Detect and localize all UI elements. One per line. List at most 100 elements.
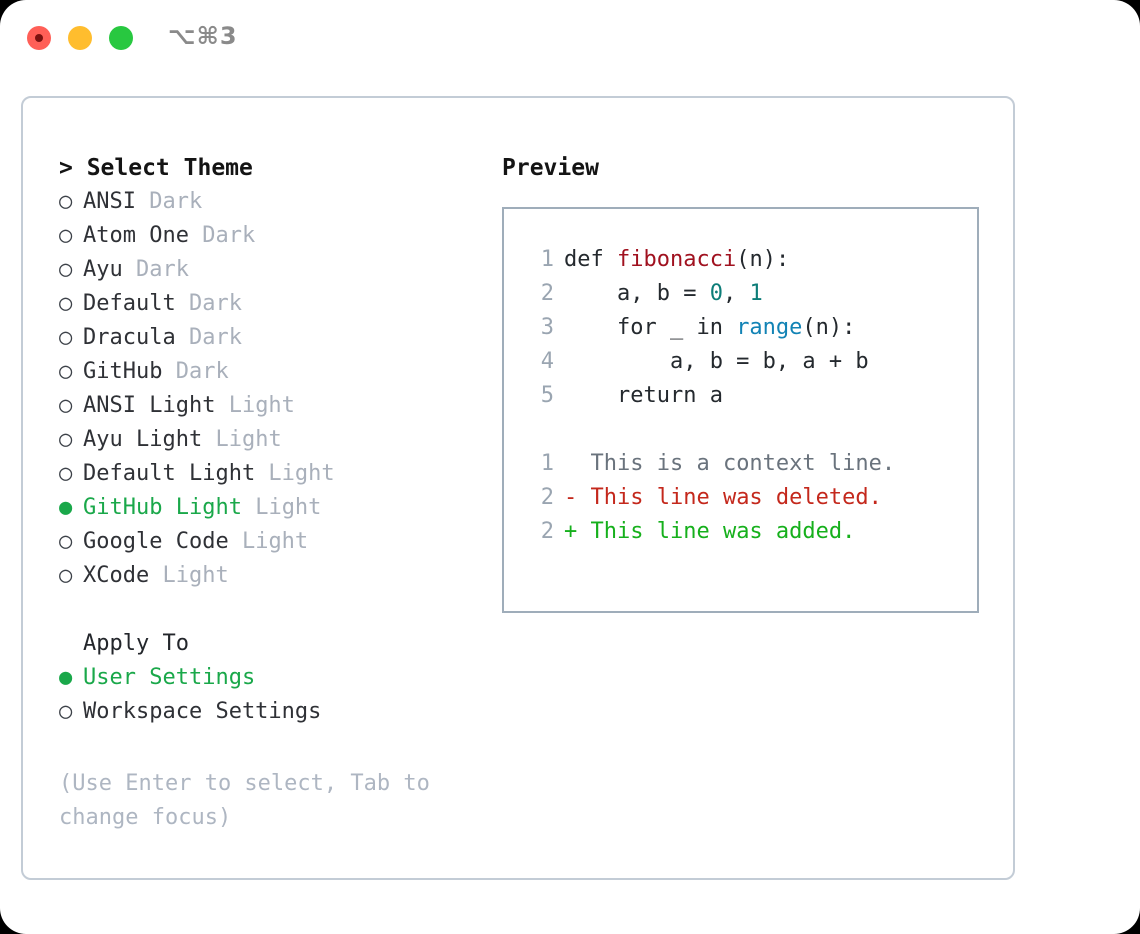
radio-unselected-icon: ○ [59,427,73,452]
diff-marker: - [564,485,578,510]
code-token-plain: for _ in [564,315,737,340]
theme-option[interactable]: ○ Default Light Light [59,457,489,491]
theme-option[interactable]: ○ Google Code Light [59,525,489,559]
apply-to-option[interactable]: ● User Settings [59,661,489,695]
radio-unselected-icon: ○ [59,461,73,486]
theme-option[interactable]: ○ANSI Light Light [59,389,489,423]
code-token-builtin: range [736,315,803,340]
keyboard-hint-text: (Use Enter to select, Tab to change focu… [59,771,430,830]
radio-unselected-icon: ○ [59,257,73,282]
theme-option[interactable]: ○ GitHub Dark [59,355,489,389]
theme-variant-tag: Dark [122,257,189,282]
diff-marker [564,451,577,476]
diff-line: 2- This line was deleted. [526,481,977,515]
radio-unselected-icon: ○ [59,393,73,418]
radio-unselected-icon: ○ [59,359,73,384]
theme-name: Ayu Light [83,427,203,452]
apply-to-label: User Settings [83,665,256,690]
title-bar: ⌥⌘3 [0,0,1140,78]
theme-name: XCode [83,563,150,588]
theme-name: Default [83,291,176,316]
line-number: 4 [540,349,554,374]
apply-to-title: Apply To [83,631,189,656]
maximize-window-button[interactable] [109,26,133,50]
diff-text: This line was deleted. [577,485,882,510]
radio-unselected-icon: ○ [59,325,73,350]
theme-variant-tag: Dark [175,325,242,350]
theme-name: Dracula [83,325,176,350]
diff-line: 2+ This line was added. [526,515,977,549]
code-token-plain: def [564,247,617,272]
code-token-plain: return a [564,383,723,408]
apply-to-list[interactable]: ● User Settings ○ Workspace Settings [59,661,489,729]
select-theme-header: > Select Theme [59,155,253,181]
diff-sample: 1 This is a context line.2- This line wa… [526,447,977,549]
theme-name: ANSI Light [83,393,216,418]
theme-name: Default Light [83,461,256,486]
theme-list[interactable]: ○ ANSI Dark ○ Atom One Dark ○ Ayu Dark ○ Defaul… [59,185,489,593]
theme-variant-tag: Light [228,529,309,554]
apply-to-label: Workspace Settings [83,699,322,724]
line-number: 2 [540,519,554,544]
minimize-window-button[interactable] [68,26,92,50]
diff-line: 1 This is a context line. [526,447,977,481]
theme-name: GitHub [83,359,163,384]
theme-variant-tag: Light [241,495,322,520]
theme-option[interactable]: ○ XCode Light [59,559,489,593]
theme-variant-tag: Light [149,563,229,588]
theme-variant-tag: Dark [162,359,229,384]
code-token-plain: a, b = b, a + b [564,349,869,374]
theme-variant-tag: Dark [188,223,256,248]
theme-option[interactable]: ○ Ayu Light Light [59,423,489,457]
code-token-num: 0 [709,281,723,306]
line-number: 1 [540,451,554,476]
line-number: 1 [540,247,554,272]
diff-marker: + [564,519,578,544]
theme-option[interactable]: ○ Dracula Dark [59,321,489,355]
theme-option[interactable]: ○ ANSI Dark [59,185,489,219]
code-token-num: 1 [749,281,763,306]
theme-variant-tag: Light [255,461,335,486]
theme-name: Atom One [83,223,189,248]
line-number: 5 [540,383,554,408]
theme-name: Google Code [83,529,229,554]
radio-unselected-icon: ○ [59,291,73,316]
theme-variant-tag: Dark [175,291,242,316]
code-token-plain: (n): [802,315,856,340]
window-controls [27,26,133,50]
code-line: 4 a, b = b, a + b [526,345,977,379]
code-line: 3 for _ in range(n): [526,311,977,345]
radio-unselected-icon: ○ [59,189,73,214]
theme-option[interactable]: ○ Ayu Dark [59,253,489,287]
code-line: 5 return a [526,379,977,413]
code-line: 2 a, b = 0, 1 [526,277,977,311]
theme-picker-column: > Select Theme ○ANSI Dark○Atom One Dark○… [59,151,489,835]
line-number: 3 [540,315,554,340]
theme-variant-tag: Light [202,427,282,452]
code-token-fn: fibonacci [616,247,737,272]
diff-text: This is a context line. [577,451,896,476]
code-token-plain: (n): [736,247,790,272]
theme-option[interactable]: ○ Atom One Dark [59,219,489,253]
theme-name: ANSI [83,189,136,214]
radio-unselected-icon: ○ [59,563,73,588]
main-panel: > Select Theme ○ANSI Dark○Atom One Dark○… [21,96,1015,880]
radio-unselected-icon: ○ [59,223,73,248]
radio-selected-icon: ● [59,665,73,690]
radio-unselected-icon: ○ [59,529,73,554]
code-token-plain: a, b = [564,281,710,306]
theme-name: Ayu [83,257,123,282]
radio-unselected-icon: ○ [59,699,73,724]
theme-variant-tag: Dark [135,189,203,214]
close-window-button[interactable] [27,26,51,50]
line-number: 2 [540,281,554,306]
apply-to-option[interactable]: ○ Workspace Settings [59,695,489,729]
code-line: 1 def fibonacci(n): [526,243,977,277]
keyboard-shortcut-label: ⌥⌘3 [168,22,238,50]
theme-option[interactable]: ○ Default Dark [59,287,489,321]
theme-option[interactable]: ●GitHub Light Light [59,491,489,525]
